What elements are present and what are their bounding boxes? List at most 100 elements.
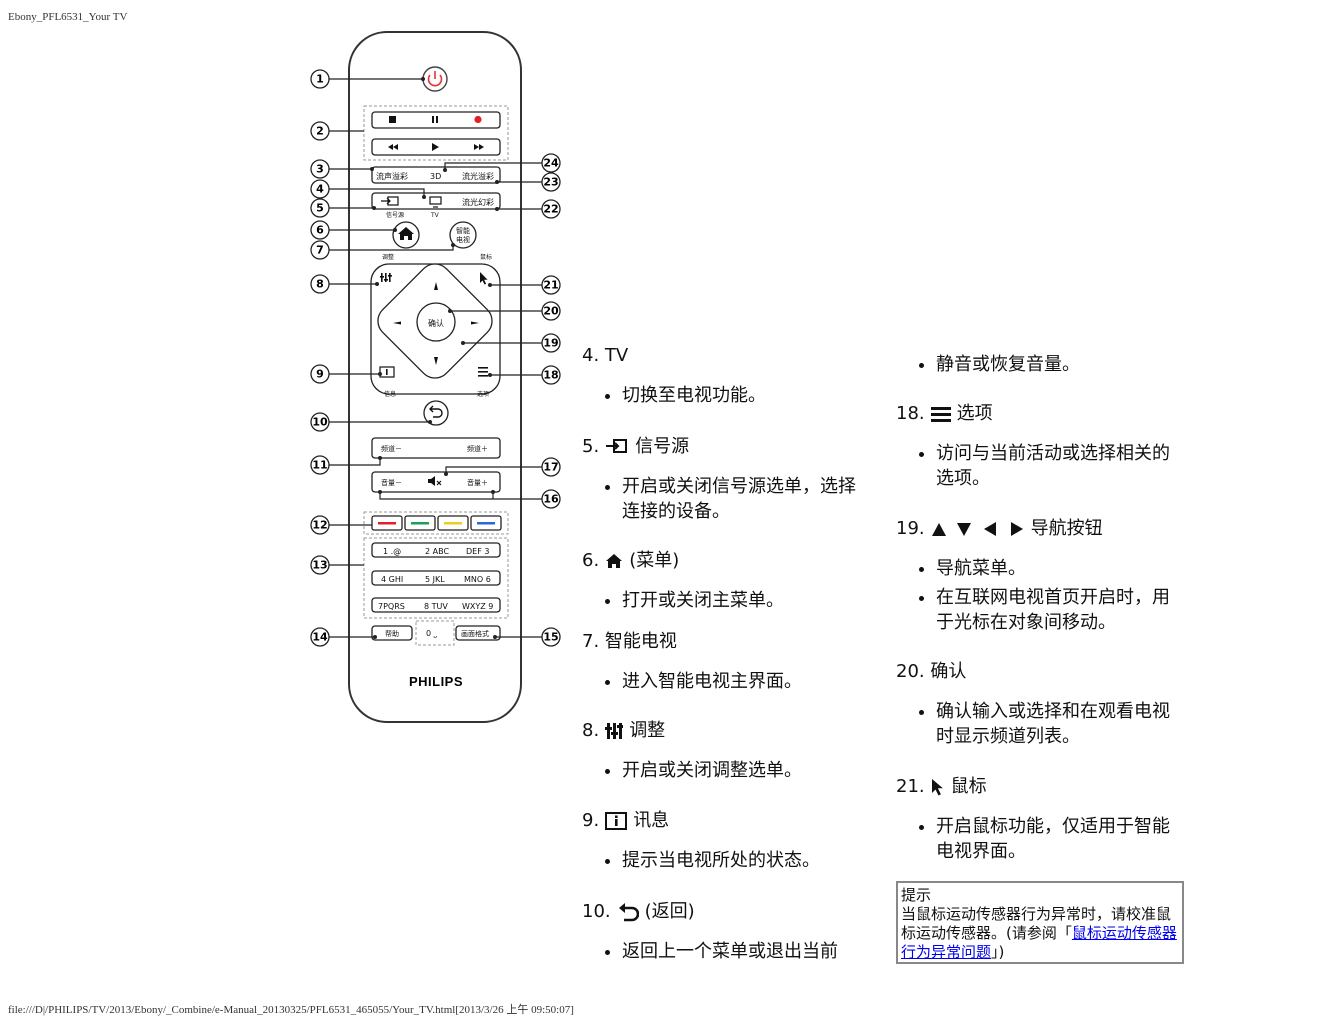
callout-9: 9 xyxy=(310,364,330,384)
callout-21: 21 xyxy=(541,275,561,295)
callout-6: 6 xyxy=(310,220,330,240)
callout-11: 11 xyxy=(310,455,330,475)
svg-text:15: 15 xyxy=(543,631,558,644)
callout-4: 4 xyxy=(310,179,330,199)
back-icon xyxy=(429,405,443,418)
options-caption: 选项 xyxy=(477,390,489,398)
brand-logo: PHILIPS xyxy=(409,674,463,689)
adjust-icon xyxy=(605,722,624,739)
color-keys-outline xyxy=(363,511,509,535)
svg-text:19: 19 xyxy=(543,337,558,350)
options-icon xyxy=(478,367,488,377)
svg-text:20: 20 xyxy=(543,305,559,318)
adjust-icon xyxy=(380,273,392,282)
ambi-light-top-label: 流光溢彩 xyxy=(462,171,494,181)
vol-minus-label: 音量－ xyxy=(381,478,402,487)
key-5: 5 JKL xyxy=(425,575,445,584)
play-icon xyxy=(432,143,439,151)
section-8-item: 开启或关闭调整选单。 xyxy=(622,758,872,783)
section-7-item: 进入智能电视主界面。 xyxy=(622,669,872,694)
ok-button xyxy=(416,302,456,342)
source-row xyxy=(371,192,501,210)
info-icon xyxy=(605,811,628,830)
remote-control-illustration: .k { fill:#fff; stroke:#222; stroke-widt… xyxy=(310,31,561,723)
key-8: 8 TUV xyxy=(424,602,448,611)
callout-23: 23 xyxy=(541,172,561,192)
section-10-item: 返回上一个菜单或退出当前 xyxy=(622,939,872,964)
nav-right-icon xyxy=(471,321,479,325)
svg-text:2: 2 xyxy=(316,125,324,138)
section-6-title: 6. (菜单) xyxy=(582,550,680,571)
key-7: 7PQRS xyxy=(378,602,405,611)
key-3: DEF 3 xyxy=(466,547,489,556)
adjust-caption: 调整 xyxy=(382,253,394,261)
svg-text:11: 11 xyxy=(312,459,327,472)
callout-24: 24 xyxy=(541,153,561,173)
callout-19: 19 xyxy=(541,333,561,353)
page-footer: file:///D|/PHILIPS/TV/2013/Ebony/_Combin… xyxy=(8,1004,574,1016)
mouse-caption: 鼠标 xyxy=(480,253,492,261)
section-20-title: 20. 确认 xyxy=(896,661,967,682)
callout-18: 18 xyxy=(541,365,561,385)
power-icon xyxy=(427,71,443,87)
mouse-icon xyxy=(480,272,488,285)
ok-label: 确认 xyxy=(428,318,444,328)
key-9: WXYZ 9 xyxy=(462,602,493,611)
svg-text:电视: 电视 xyxy=(456,235,470,244)
smart-tv-label: 智能 xyxy=(456,226,470,235)
help-label: 帮助 xyxy=(385,629,399,638)
svg-text:14: 14 xyxy=(312,631,328,644)
ch-plus-label: 频道＋ xyxy=(467,444,488,453)
tv-icon xyxy=(429,196,442,208)
record-icon xyxy=(474,115,482,124)
page-header: Ebony_PFL6531_Your TV xyxy=(8,11,128,23)
mouse-pointer-icon xyxy=(931,778,943,795)
help-button xyxy=(371,625,413,641)
callout-3: 3 xyxy=(310,159,330,179)
callout-12: 12 xyxy=(310,515,330,535)
svg-text:8: 8 xyxy=(316,278,324,291)
callout-dots xyxy=(370,77,499,639)
ch-minus-label: 频道－ xyxy=(381,444,402,453)
section-18-title: 18. 选项 xyxy=(896,403,993,424)
key-1: 1 .@ xyxy=(383,547,401,556)
home-icon xyxy=(398,227,414,240)
section-6-item: 打开或关闭主菜单。 xyxy=(622,588,872,613)
ambilight-row xyxy=(371,166,501,184)
svg-text:24: 24 xyxy=(543,157,559,170)
callout-8: 8 xyxy=(310,274,330,294)
callout-1: 1 xyxy=(310,69,330,89)
section-20-item: 确认输入或选择和在观看电视时显示频道列表。 xyxy=(936,699,1186,749)
svg-text:13: 13 xyxy=(312,559,327,572)
svg-text:4: 4 xyxy=(316,183,324,196)
ambi-light-label: 流光幻彩 xyxy=(462,197,494,207)
tip-box: 提示 当鼠标运动传感器行为异常时，请校准鼠标运动传感器。(请参阅「鼠标运动传感器… xyxy=(896,881,1184,964)
zero-key-outline xyxy=(415,620,455,646)
callout-7: 7 xyxy=(310,240,330,260)
svg-text:12: 12 xyxy=(312,519,327,532)
tip-text: 当鼠标运动传感器行为异常时，请校准鼠标运动传感器。(请参阅「鼠标运动传感器行为异… xyxy=(901,905,1177,961)
number-keys-outline xyxy=(363,537,509,619)
svg-text:5: 5 xyxy=(316,202,324,215)
svg-text:21: 21 xyxy=(543,279,558,292)
nav-arrows-icon xyxy=(931,521,1023,536)
key-4: 4 GHI xyxy=(381,575,403,584)
right-text-column: 静音或恢复音量。 18. 选项 访问与当前活动或选择相关的选项。 19. 导航按… xyxy=(896,352,1186,864)
three-d-label: 3D xyxy=(430,172,441,181)
callout-5: 5 xyxy=(310,198,330,218)
callout-2: 2 xyxy=(310,121,330,141)
channel-button xyxy=(371,437,501,459)
section-4-item: 切换至电视功能。 xyxy=(622,383,872,408)
svg-text:10: 10 xyxy=(312,416,328,429)
section-19-title: 19. 导航按钮 xyxy=(896,518,1103,539)
svg-text:17: 17 xyxy=(543,461,558,474)
section-4-title: 4. TV xyxy=(582,345,629,366)
ambi-sound-label: 流声溢彩 xyxy=(376,171,408,181)
nav-left-icon xyxy=(393,321,401,325)
callout-14: 14 xyxy=(310,627,330,647)
tip-title: 提示 xyxy=(901,886,932,904)
callout-15: 15 xyxy=(541,627,561,647)
tip-link[interactable]: 鼠标运动传感器行为异常问题 xyxy=(901,924,1177,961)
number-row-1 xyxy=(371,542,501,558)
nav-up-icon xyxy=(434,282,438,290)
